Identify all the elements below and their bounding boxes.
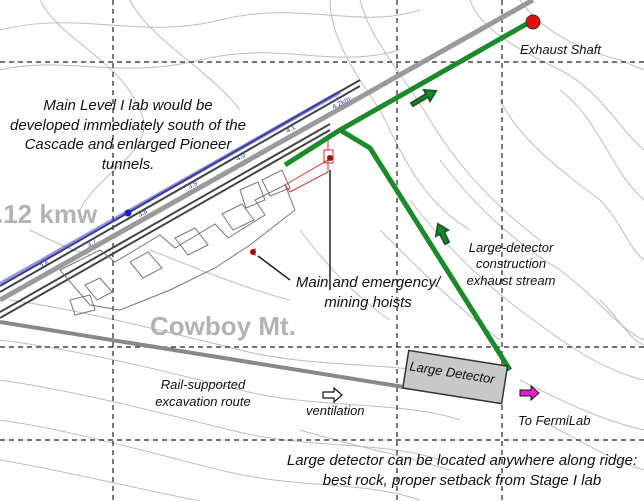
scale-marker xyxy=(124,209,132,217)
hoist-dot xyxy=(250,249,256,255)
hoists-label: Main and emergency/ mining hoists xyxy=(295,274,441,311)
arrow-icon xyxy=(519,384,540,402)
exhaust-stream-label: Large-detector construction exhaust stre… xyxy=(466,240,556,288)
ridge-note: Large detector can be located anywhere a… xyxy=(286,452,638,489)
hoist-dot xyxy=(327,155,333,161)
arrow-icon xyxy=(409,88,451,246)
ventilation-label: ventilation xyxy=(306,403,365,418)
cowboy-mt-label: Cowboy Mt. xyxy=(150,311,296,341)
red-dot-icon xyxy=(525,14,541,30)
tunnel-km-scale xyxy=(0,90,341,286)
lab-complex xyxy=(59,169,296,316)
rail-route-label: Rail-supported excavation route xyxy=(155,377,251,409)
main-level-note: Main Level I lab would be developed imme… xyxy=(10,97,246,173)
large-detector-box xyxy=(401,349,509,405)
arrow-icon xyxy=(322,386,343,404)
fermilab-label: To FermiLab xyxy=(518,413,591,428)
hoist-outline xyxy=(254,135,334,256)
exhaust-shaft-label: Exhaust Shaft xyxy=(520,42,601,57)
rail-route-line xyxy=(0,320,411,390)
hoist-leaders xyxy=(257,170,331,290)
ventilation-path xyxy=(283,19,532,372)
depth-label: .12 kmw xyxy=(0,199,98,229)
